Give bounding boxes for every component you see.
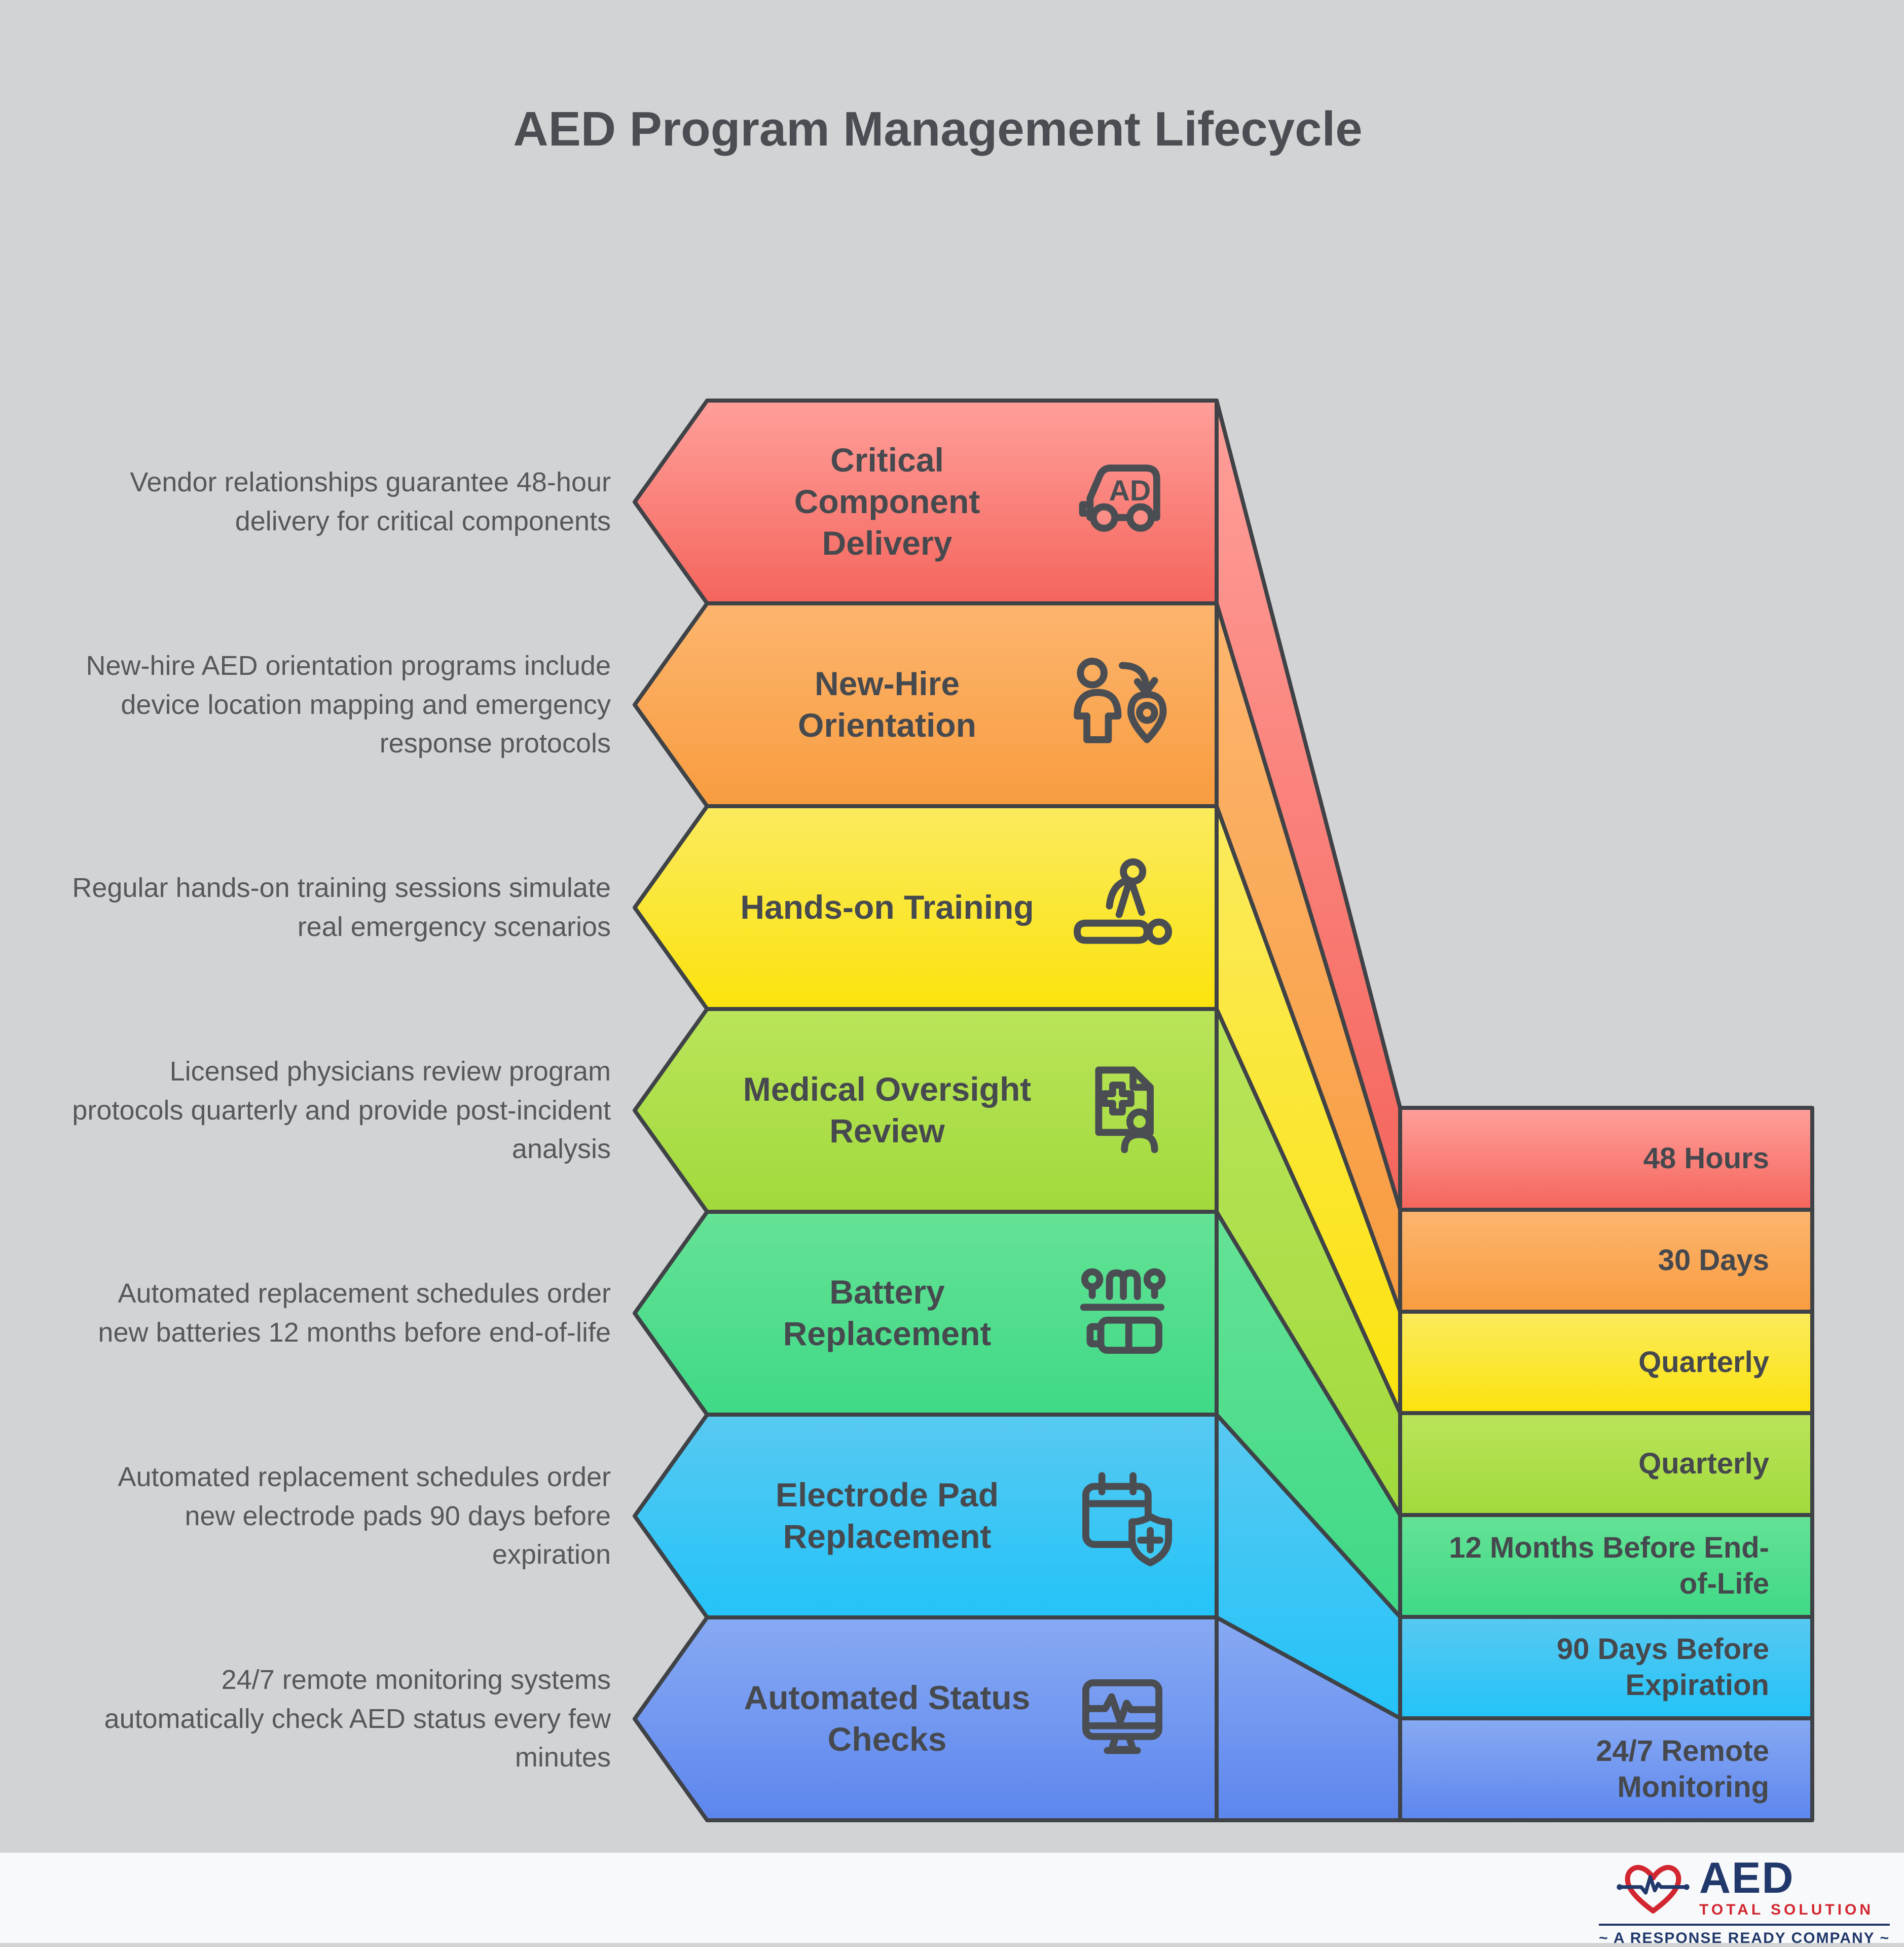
brand-logo: AED TOTAL SOLUTION ~ A RESPONSE READY CO… xyxy=(1599,1854,1890,1947)
footer-bar: AED TOTAL SOLUTION ~ A RESPONSE READY CO… xyxy=(0,1853,1904,1946)
battery-meter-icon xyxy=(1080,1268,1166,1354)
delivery-truck-icon: AD xyxy=(1079,464,1160,532)
timing-box-6 xyxy=(1398,1615,1814,1720)
page-title: AED Program Management Lifecycle xyxy=(513,102,1363,156)
stage-label-6: Electrode Pad Replacement xyxy=(710,1415,1065,1617)
stage-label-line: Component xyxy=(794,483,980,521)
timing-box-5 xyxy=(1398,1513,1814,1619)
stage-label-line: Electrode Pad xyxy=(775,1476,999,1514)
stage-description-7: 24/7 remote monitoring systems automatic… xyxy=(104,1664,611,1773)
brand-name: AED xyxy=(1699,1854,1795,1902)
stage-description-3: Regular hands-on training sessions simul… xyxy=(72,873,611,942)
stage-label-line: Delivery xyxy=(822,524,953,562)
timing-label-6: 90 Days Before Expiration xyxy=(1556,1633,1769,1702)
stage-label-line: Battery xyxy=(829,1273,945,1311)
stage-label-line: Review xyxy=(829,1112,945,1149)
timing-label-2: 30 Days xyxy=(1658,1244,1769,1277)
stage-label-5: Battery Replacement xyxy=(710,1212,1065,1415)
stage-label-line: Replacement xyxy=(783,1315,992,1352)
timing-box-2 xyxy=(1398,1208,1814,1314)
stage-label-line: Hands-on Training xyxy=(740,888,1034,926)
timing-box-3 xyxy=(1398,1310,1814,1415)
timing-label-1: 48 Hours xyxy=(1643,1142,1769,1175)
stage-label-line: Medical Oversight xyxy=(743,1070,1032,1108)
timing-label-3: Quarterly xyxy=(1638,1345,1769,1379)
stage-description-4: Licensed physicians review program proto… xyxy=(72,1056,611,1165)
stage-description-6: Automated replacement schedules order ne… xyxy=(118,1461,611,1570)
stage-label-7: Automated Status Checks xyxy=(710,1617,1065,1820)
cpr-training-icon xyxy=(1074,858,1173,945)
monitor-ecg-icon xyxy=(1082,1679,1162,1754)
timing-box-7 xyxy=(1398,1716,1814,1822)
truck-ad-text: AD xyxy=(1109,475,1151,507)
heart-ekg-icon xyxy=(1617,1865,1690,1914)
timing-label-5: 12 Months Before End-of-Life xyxy=(1449,1531,1769,1600)
stage-description-5: Automated replacement schedules order ne… xyxy=(98,1278,611,1348)
stage-label-line: Replacement xyxy=(783,1518,992,1555)
timing-label-7: 24/7 Remote Monitoring xyxy=(1596,1734,1769,1804)
stage-label-1: Critical Component Delivery xyxy=(710,401,1065,603)
timing-box-1 xyxy=(1398,1106,1814,1212)
calendar-shield-icon xyxy=(1082,1472,1173,1567)
brand-tagline: TOTAL SOLUTION xyxy=(1699,1901,1874,1918)
stage-description-2: New-hire AED orientation programs includ… xyxy=(86,650,611,759)
stage-arrow-automated-status-checks xyxy=(633,1615,1219,1822)
brand-subtitle: ~ A RESPONSE READY COMPANY ~ xyxy=(1599,1929,1890,1946)
timing-label-4: Quarterly xyxy=(1638,1447,1769,1481)
stage-label-line: Automated Status xyxy=(744,1679,1031,1717)
stage-label-line: Checks xyxy=(827,1720,947,1758)
stage-label-3: Hands-on Training xyxy=(710,806,1065,1009)
stage-label-line: Orientation xyxy=(797,706,976,744)
medical-document-icon xyxy=(1095,1066,1158,1153)
person-location-icon xyxy=(1074,658,1167,743)
stage-label-2: New-Hire Orientation xyxy=(710,603,1065,806)
stage-label-line: Critical xyxy=(830,441,944,479)
stage-label-line: New-Hire xyxy=(814,665,960,703)
stage-description-1: Vendor relationships guarantee 48-hour d… xyxy=(130,467,611,536)
stage-label-4: Medical Oversight Review xyxy=(710,1009,1065,1212)
logo-divider xyxy=(1599,1923,1890,1926)
